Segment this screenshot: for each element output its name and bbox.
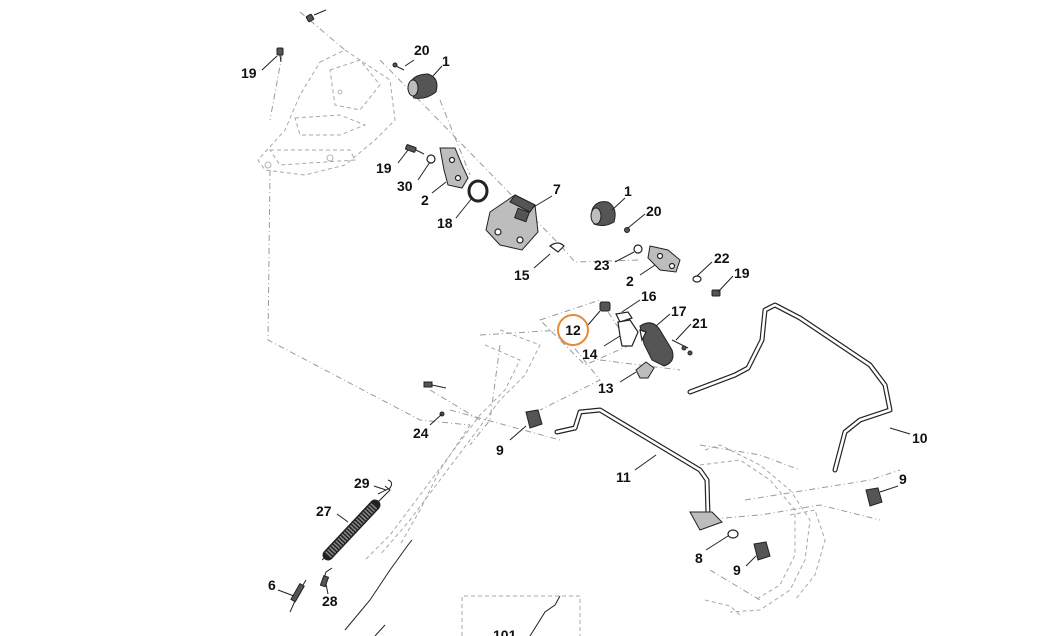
cable-6 [289, 579, 307, 613]
callout-6: 6 [268, 577, 276, 593]
callout-23: 23 [594, 257, 610, 273]
callout-2-right: 2 [626, 273, 634, 289]
callout-17: 17 [671, 303, 687, 319]
callout-101: 101 [493, 627, 517, 636]
callout-9-right: 9 [899, 471, 907, 487]
callout-11: 11 [616, 469, 631, 485]
clip-15 [548, 242, 565, 253]
plug-8 [727, 529, 739, 539]
detail-box-101 [461, 595, 581, 636]
callout-12-highlight[interactable]: 12 [557, 314, 589, 346]
screw-21 [671, 339, 693, 356]
deck-frame-ghost [699, 444, 826, 616]
callout-13: 13 [598, 380, 614, 396]
callout-2-left: 2 [421, 192, 429, 208]
callout-10: 10 [912, 430, 928, 446]
screw-24 [423, 381, 447, 417]
callout-27: 27 [316, 503, 332, 519]
callout-24: 24 [413, 425, 429, 441]
clip-28 [319, 567, 333, 588]
bracket-2-left [439, 147, 469, 189]
callout-20-lower: 20 [646, 203, 662, 219]
spring-clip-16 [615, 311, 633, 323]
callout-1-lower: 1 [624, 183, 632, 199]
callout-9-left: 9 [496, 442, 504, 458]
knob-1-upper [407, 73, 438, 99]
highlight-ring [557, 314, 589, 346]
callout-16: 16 [641, 288, 657, 304]
control-box-7 [485, 194, 539, 251]
callout-9-bottom: 9 [733, 562, 741, 578]
screw-19-top [276, 9, 327, 63]
grommet-9-a [525, 409, 543, 429]
rod-10 [687, 302, 893, 473]
callout-19-right: 19 [734, 265, 750, 281]
callout-19-mid: 19 [376, 160, 392, 176]
rod-11 [554, 407, 723, 531]
callout-21: 21 [692, 315, 708, 331]
washer-22 [692, 275, 702, 283]
callout-14: 14 [582, 346, 598, 362]
washer-23 [633, 244, 643, 254]
pin-20-upper [392, 62, 405, 71]
grommet-9-b [865, 487, 883, 507]
lever-17 [639, 322, 674, 367]
callout-8: 8 [695, 550, 703, 566]
assembly-guide-lines [267, 11, 901, 601]
callout-19-top: 19 [241, 65, 257, 81]
callout-15: 15 [514, 267, 530, 283]
callout-labels: 20 1 19 19 30 2 18 7 15 1 20 22 23 19 2 … [241, 42, 928, 636]
handle-frame-ghost [257, 49, 396, 176]
spring-27 [321, 485, 391, 561]
callout-leaders [261, 55, 911, 597]
callout-22: 22 [714, 250, 730, 266]
callout-20-upper: 20 [414, 42, 430, 58]
screw-19-mid [405, 144, 425, 155]
callout-29: 29 [354, 475, 370, 491]
callout-7: 7 [553, 181, 561, 197]
callout-12[interactable]: 12 [565, 322, 581, 338]
callout-1-upper: 1 [442, 53, 450, 69]
cable-lower [344, 539, 413, 636]
callout-28: 28 [322, 593, 338, 609]
bushing-12 [599, 301, 611, 312]
pin-20-lower [624, 227, 630, 233]
hook-29 [377, 479, 393, 495]
knob-1-lower [590, 201, 616, 227]
bracket-2-right [647, 245, 681, 273]
callout-18: 18 [437, 215, 453, 231]
lower-frame-ghost [364, 329, 541, 561]
lever-14 [617, 319, 639, 347]
grommet-9-c [753, 541, 771, 561]
callout-30: 30 [397, 178, 413, 194]
bracket-13 [635, 361, 655, 379]
washer-30 [426, 154, 436, 164]
ring-18 [467, 179, 489, 203]
